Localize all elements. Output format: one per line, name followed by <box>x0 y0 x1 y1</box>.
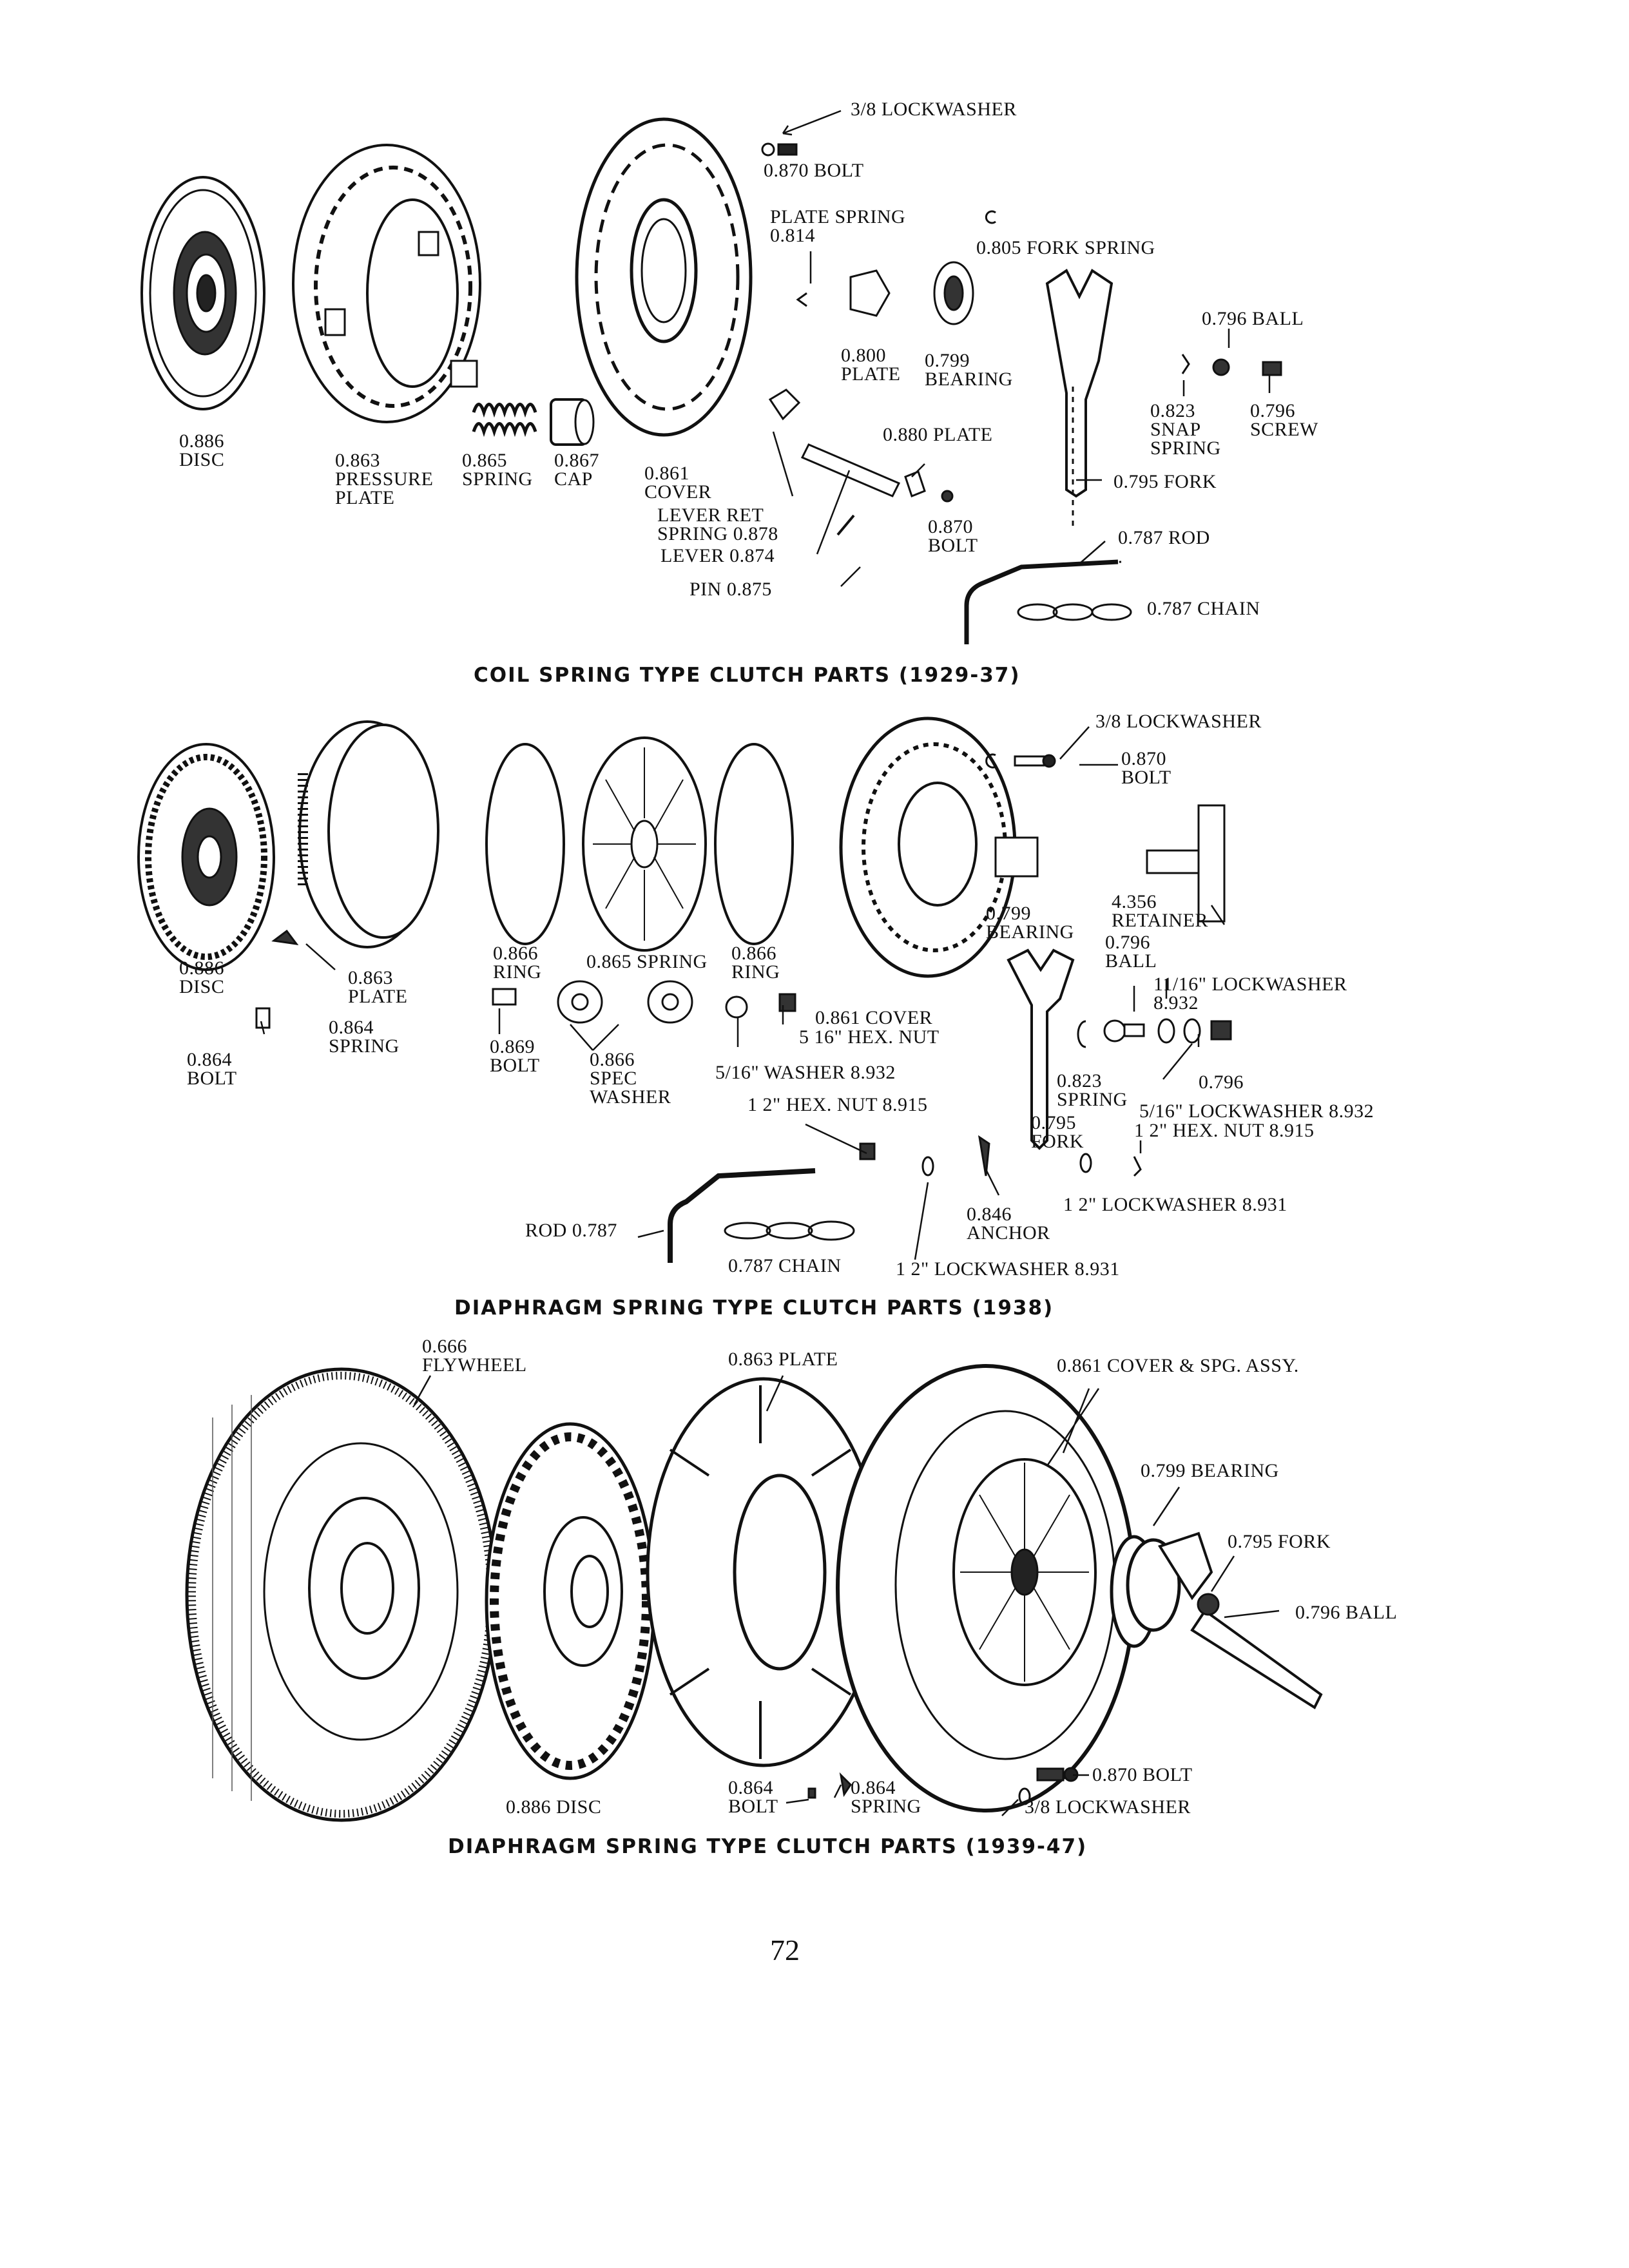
spring-865-icon <box>472 403 537 437</box>
label-ball-796-1: 0.796 BALL <box>1202 308 1304 329</box>
label-bearing-799-2: 0.799 BEARING <box>986 903 1074 943</box>
label-cover-861-1: 0.861 COVER <box>644 463 712 503</box>
label-ball-796-3: 0.796 BALL <box>1295 1602 1398 1623</box>
rings-866-icon <box>485 743 794 945</box>
label-cover-861-2: 0.861 COVER <box>815 1007 933 1028</box>
label-fork-795-1: 0.795 FORK <box>1113 471 1217 492</box>
label-bearing-799-3: 0.799 BEARING <box>1141 1460 1279 1481</box>
leader-lines-3 <box>413 1375 1280 1816</box>
label-lever-874: LEVER 0.874 <box>660 545 775 566</box>
rod-chain-787-icon <box>964 559 1132 644</box>
fork-795-b-icon <box>1007 948 1075 1150</box>
label-bolt-864-3: 0.864 BOLT <box>728 1777 778 1817</box>
label-spring-865-2: 0.865 SPRING <box>586 951 708 972</box>
leader-lines-1 <box>772 110 1271 587</box>
label-hex-nut-12-b: 1 2" HEX. NUT 8.915 <box>1134 1120 1315 1141</box>
label-lockwasher-516: 5/16" LOCKWASHER 8.932 <box>1139 1100 1374 1122</box>
label-lockwasher-1: 3/8 LOCKWASHER <box>851 99 1017 120</box>
label-plate-880: 0.880 PLATE <box>883 424 993 445</box>
label-spring-864-2: 0.864 SPRING <box>329 1017 400 1057</box>
label-plate-863-2: 0.863 PLATE <box>348 967 408 1007</box>
label-lockwasher-12-a: 1 2" LOCKWASHER 8.931 <box>1063 1194 1287 1215</box>
cover-861-icon <box>575 117 753 437</box>
label-bolt-870-1: 0.870 BOLT <box>764 160 864 181</box>
label-bearing-799-1: 0.799 BEARING <box>925 350 1013 390</box>
label-bolt-864-2: 0.864 BOLT <box>187 1049 237 1089</box>
flywheel-666-icon <box>185 1367 498 1822</box>
label-spec-washer-866: 0.866 SPEC WASHER <box>590 1049 671 1108</box>
disc-886-c-icon <box>485 1422 656 1780</box>
small-parts-mid-icon <box>255 753 1232 1177</box>
label-anchor-846: 0.846 ANCHOR <box>967 1204 1050 1244</box>
pressure-plate-863-icon <box>292 144 481 423</box>
label-lockwasher-2: 3/8 LOCKWASHER <box>1095 711 1262 732</box>
label-retainer-4356: 4.356 RETAINER <box>1112 891 1208 931</box>
caption-section-3: DIAPHRAGM SPRING TYPE CLUTCH PARTS (1939… <box>448 1835 1088 1858</box>
label-plate-863-3: 0.863 PLATE <box>728 1349 838 1370</box>
label-plate-spring-814: PLATE SPRING 0.814 <box>770 206 906 246</box>
label-disc-886-1: 0.886 DISC <box>179 430 225 470</box>
label-fork-795-2: 0.795 FORK <box>1031 1112 1084 1152</box>
pressure-plate-863-c-icon <box>646 1377 882 1767</box>
label-bolt-869: 0.869 BOLT <box>490 1036 540 1076</box>
rod-chain-787-b-icon <box>668 1168 855 1263</box>
label-bolt-870-1b: 0.870 BOLT <box>928 516 978 556</box>
pressure-plate-863-b-icon <box>271 720 439 948</box>
label-rod-787-1: 0.787 ROD <box>1118 527 1210 548</box>
label-disc-886-2: 0.886 DISC <box>179 957 225 997</box>
bearing-fork-799-icon <box>1110 1532 1323 1709</box>
label-bolt-870-3: 0.870 BOLT <box>1092 1764 1193 1785</box>
disc-886-icon <box>140 176 265 410</box>
label-ring-866-b: 0.866 RING <box>731 943 780 983</box>
label-rod-787-2: ROD 0.787 <box>525 1220 617 1241</box>
label-chain-787-1: 0.787 CHAIN <box>1147 598 1260 619</box>
label-spring-823-2: 0.823 SPRING <box>1057 1070 1128 1110</box>
cover-861-c-icon <box>836 1364 1136 1812</box>
label-lockwasher-12-b: 1 2" LOCKWASHER 8.931 <box>896 1258 1120 1280</box>
label-pin-875: PIN 0.875 <box>689 579 772 600</box>
label-spring-864-3: 0.864 SPRING <box>851 1777 921 1817</box>
small-parts-top-icon <box>761 142 1282 536</box>
label-pressure-plate-863: 0.863 PRESSURE PLATE <box>335 450 434 508</box>
label-fork-795-3: 0.795 FORK <box>1228 1531 1331 1552</box>
label-spring-865-1: 0.865 SPRING <box>462 450 533 490</box>
label-hex-nut-516: 5 16" HEX. NUT <box>799 1026 940 1048</box>
label-lockwasher-1116: 11/16" LOCKWASHER 8.932 <box>1153 974 1347 1014</box>
label-cap-867: 0.867 CAP <box>554 450 599 490</box>
label-lockwasher-3: 3/8 LOCKWASHER <box>1025 1796 1191 1818</box>
fork-795-icon <box>1045 269 1113 528</box>
label-disc-886-3: 0.886 DISC <box>506 1796 602 1818</box>
label-lever-ret-spring-878: LEVER RET SPRING 0.878 <box>657 505 778 544</box>
label-washer-516: 5/16" WASHER 8.932 <box>715 1062 896 1083</box>
label-fork-spring-805: 0.805 FORK SPRING <box>976 237 1155 258</box>
diaphragm-spring-865-icon <box>582 736 707 952</box>
label-screw-796-2: 0.796 <box>1199 1072 1244 1093</box>
leader-lines-2 <box>260 726 1226 1260</box>
label-hex-nut-12-a: 1 2" HEX. NUT 8.915 <box>747 1094 928 1115</box>
page-number: 72 <box>770 1934 800 1966</box>
label-cover-861-3: 0.861 COVER & SPG. ASSY. <box>1057 1355 1299 1376</box>
caption-section-2: DIAPHRAGM SPRING TYPE CLUTCH PARTS (1938… <box>454 1296 1054 1320</box>
label-plate-800: 0.800 PLATE <box>841 345 901 385</box>
label-ring-866-a: 0.866 RING <box>493 943 542 983</box>
label-flywheel-666: 0.666 FLYWHEEL <box>422 1336 527 1376</box>
label-bolt-870-2: 0.870 BOLT <box>1121 748 1171 788</box>
label-chain-787-2: 0.787 CHAIN <box>728 1255 842 1276</box>
label-snap-spring-823: 0.823 SNAP SPRING <box>1150 400 1221 459</box>
cap-867-icon <box>550 398 595 446</box>
caption-section-1: COIL SPRING TYPE CLUTCH PARTS (1929-37) <box>474 664 1021 687</box>
small-parts-bottom-icon <box>807 1767 1079 1805</box>
label-screw-796-1: 0.796 SCREW <box>1250 400 1318 440</box>
disc-886-b-icon <box>137 743 275 971</box>
label-ball-796-2: 0.796 BALL <box>1105 932 1157 972</box>
